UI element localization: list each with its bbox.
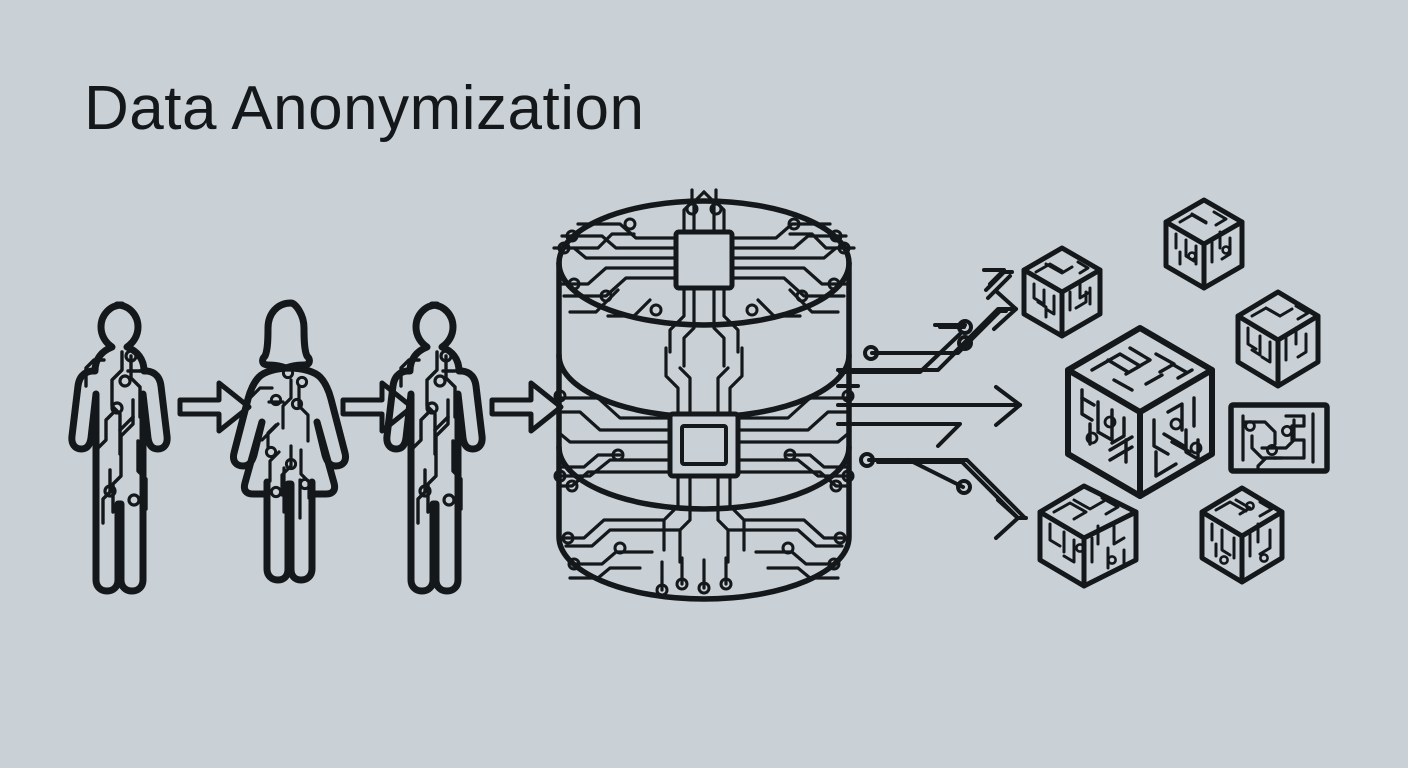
- person-female-circuit-icon: [230, 299, 349, 584]
- microchip-icon: [673, 229, 735, 291]
- block-arrow-right-icon: [340, 380, 415, 434]
- block-arrow-right-icon: [489, 380, 564, 434]
- person-male-circuit-icon: [68, 301, 171, 595]
- circuit-cube-icon: [1021, 245, 1103, 339]
- microchip-icon: [667, 411, 741, 479]
- database-cylinder-circuit-icon: [552, 188, 856, 602]
- circuit-cube-icon: [1163, 197, 1245, 291]
- page-title: Data Anonymization: [84, 74, 645, 143]
- circuit-board-panel-icon: [1228, 402, 1330, 474]
- person-male-circuit-icon: [383, 301, 486, 595]
- block-arrow-right-icon: [177, 380, 252, 434]
- circuit-cube-icon: [1199, 485, 1285, 585]
- circuit-cube-icon: [1037, 483, 1139, 589]
- circuit-cube-icon: [1235, 289, 1321, 389]
- circuit-cube-icon: [1065, 325, 1215, 499]
